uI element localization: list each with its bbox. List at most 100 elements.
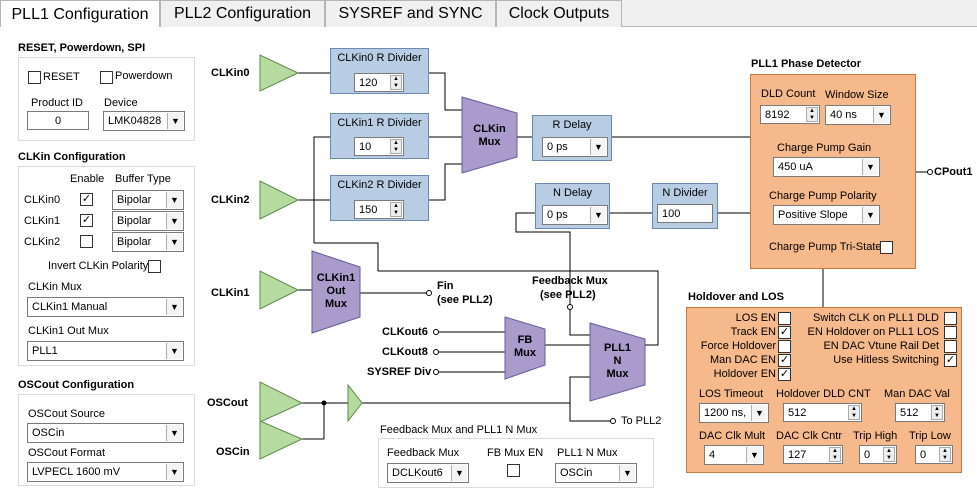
clkin-mux-select[interactable]: CLKin1 Manual▼ xyxy=(27,297,184,317)
clkin-mux-text: CLKin Mux xyxy=(473,123,506,148)
clkin0-r-divider-stepper[interactable]: 120▲▼ xyxy=(354,73,404,92)
dld-count-stepper[interactable]: 8192▲▼ xyxy=(760,105,820,124)
fb-mux-select-label: Feedback Mux xyxy=(387,447,460,459)
oscout-source-select[interactable]: OSCin▼ xyxy=(27,423,184,443)
chevron-down-icon: ▼ xyxy=(751,405,767,421)
man-dac-val-value: 512 xyxy=(900,406,919,419)
n-divider-field[interactable]: 100 xyxy=(657,204,713,223)
los-en-checkbox[interactable] xyxy=(778,312,791,325)
powerdown-checkbox[interactable] xyxy=(100,71,113,84)
clkin2-r-divider-value: 150 xyxy=(359,203,378,216)
clkin-mux-shape xyxy=(461,96,518,174)
chevron-down-icon: ▼ xyxy=(451,465,467,481)
chevron-down-icon: ▼ xyxy=(746,447,762,463)
check-icon: ✓ xyxy=(779,354,790,366)
clkin0-buffer xyxy=(259,54,300,92)
cp-polarity-select[interactable]: Positive Slope▼ xyxy=(773,205,880,225)
oscout-format-select[interactable]: LVPECL 1600 mV▼ xyxy=(27,462,184,482)
clkout8-label: CLKout8 xyxy=(382,346,428,358)
clkin0-r-divider-title: CLKin0 R Divider xyxy=(337,52,422,64)
oscin-label: OSCin xyxy=(216,446,250,458)
clkin0-input-label: CLKin0 xyxy=(211,67,250,79)
holdover-panel: LOS EN Track EN ✓ Force Holdover Man DAC… xyxy=(686,307,962,473)
dac-clk-cntr-stepper[interactable]: 127▲▼ xyxy=(783,445,843,464)
chevron-down-icon: ▼ xyxy=(166,192,182,208)
track-en-checkbox[interactable]: ✓ xyxy=(778,326,791,339)
spinner-arrows-icon[interactable]: ▲▼ xyxy=(390,139,402,154)
chevron-down-icon: ▼ xyxy=(619,465,635,481)
invert-polarity-label: Invert CLKin Polarity xyxy=(48,260,149,272)
cp-gain-select[interactable]: 450 uA▼ xyxy=(773,157,880,177)
pll1-n-mux-select[interactable]: OSCin ▼ xyxy=(555,463,637,483)
window-size-select[interactable]: 40 ns▼ xyxy=(825,105,891,125)
clkin2-buffer-select[interactable]: Bipolar▼ xyxy=(112,232,184,252)
dac-clk-mult-select[interactable]: 4▼ xyxy=(704,445,764,465)
hitless-switching-checkbox[interactable]: ✓ xyxy=(944,354,957,367)
pll1-configuration-panel: RESET, Powerdown, SPI RESET Powerdown Pr… xyxy=(0,27,977,496)
en-holdover-los-checkbox[interactable] xyxy=(944,326,957,339)
trip-high-stepper[interactable]: 0▲▼ xyxy=(859,445,897,464)
fb-mux-select[interactable]: DCLKout6▼ xyxy=(387,463,469,483)
n-delay-block: N Delay 0 ps▼ xyxy=(535,183,610,229)
los-timeout-select[interactable]: 1200 ns,▼ xyxy=(699,403,769,423)
feedback-mux-sub-label: (see PLL2) xyxy=(540,289,596,301)
cp-tristate-label: Charge Pump Tri-State xyxy=(769,241,882,253)
spinner-arrows-icon[interactable]: ▲▼ xyxy=(829,447,841,462)
clkin0-buffer-select[interactable]: Bipolar ▼ xyxy=(112,190,184,210)
pll1-n-mux-value: OSCin xyxy=(560,467,593,479)
clkin2-r-divider-stepper[interactable]: 150 ▲▼ xyxy=(354,200,404,219)
holdover-en-checkbox[interactable]: ✓ xyxy=(778,368,791,381)
man-dac-en-checkbox[interactable]: ✓ xyxy=(778,354,791,367)
clkin2-enable-checkbox[interactable] xyxy=(80,235,93,248)
spinner-arrows-icon[interactable]: ▲▼ xyxy=(883,447,895,462)
spinner-arrows-icon[interactable]: ▲▼ xyxy=(390,202,402,217)
spinner-arrows-icon[interactable]: ▲▼ xyxy=(390,75,402,90)
clkin1-buffer-select[interactable]: Bipolar▼ xyxy=(112,211,184,231)
cpout1-label: CPout1 xyxy=(934,166,973,178)
man-dac-val-stepper[interactable]: 512 ▲▼ xyxy=(895,403,945,422)
cp-tristate-checkbox[interactable] xyxy=(880,241,893,254)
dac-clk-mult-label: DAC Clk Mult xyxy=(699,430,766,442)
clkin1-out-mux-select[interactable]: PLL1▼ xyxy=(27,341,184,361)
r-delay-select[interactable]: 0 ps▼ xyxy=(542,137,608,157)
tab-clock-outputs[interactable]: Clock Outputs xyxy=(496,0,622,27)
en-dac-vtune-checkbox[interactable] xyxy=(944,340,957,353)
n-delay-select[interactable]: 0 ps▼ xyxy=(542,205,608,225)
spinner-arrows-icon[interactable]: ▲▼ xyxy=(931,405,943,420)
product-id-field[interactable]: 0 xyxy=(27,111,89,130)
device-select[interactable]: LMK04828▼ xyxy=(103,111,185,131)
oscout-group-title: OSCout Configuration xyxy=(18,379,135,391)
chevron-down-icon: ▼ xyxy=(862,159,878,175)
holdover-dld-stepper[interactable]: 512 ▲▼ xyxy=(783,403,862,422)
reset-checkbox[interactable] xyxy=(28,71,41,84)
force-holdover-checkbox[interactable] xyxy=(778,340,791,353)
dac-clk-cntr-label: DAC Clk Cntr xyxy=(776,430,843,442)
spinner-arrows-icon[interactable]: ▲▼ xyxy=(848,405,860,420)
clkin1-input-label: CLKin1 xyxy=(211,287,250,299)
tab-pll2-configuration[interactable]: PLL2 Configuration xyxy=(160,0,325,27)
fb-mux-text: FB Mux xyxy=(514,334,536,359)
window-size-value: 40 ns xyxy=(830,109,857,121)
spinner-arrows-icon[interactable]: ▲▼ xyxy=(939,447,951,462)
clkin0-buffer-value: Bipolar xyxy=(117,194,152,206)
invert-polarity-checkbox[interactable] xyxy=(148,260,161,273)
check-icon: ✓ xyxy=(779,326,790,338)
clkin0-enable-checkbox[interactable]: ✓ xyxy=(80,193,93,206)
clkin1-enable-checkbox[interactable]: ✓ xyxy=(80,214,93,227)
cp-polarity-value: Positive Slope xyxy=(778,209,848,221)
holdover-dld-value: 512 xyxy=(788,406,807,419)
fb-mux-en-checkbox[interactable] xyxy=(507,464,520,477)
clkin1-r-divider-stepper[interactable]: 10▲▼ xyxy=(354,137,404,156)
n-divider-title: N Divider xyxy=(662,187,708,199)
trip-low-stepper[interactable]: 0▲▼ xyxy=(915,445,953,464)
oscout-source-label: OSCout Source xyxy=(28,408,106,420)
spinner-arrows-icon[interactable]: ▲▼ xyxy=(806,107,818,122)
tab-pll1-configuration[interactable]: PLL1 Configuration xyxy=(0,0,160,28)
tab-sysref-and-sync[interactable]: SYSREF and SYNC xyxy=(325,0,496,27)
switch-clk-label: Switch CLK on PLL1 DLD xyxy=(813,312,939,324)
clkin1-r-divider-block: CLKin1 R Divider 10▲▼ xyxy=(330,113,429,159)
fin-sub-label: (see PLL2) xyxy=(437,294,493,306)
switch-clk-checkbox[interactable] xyxy=(944,312,957,325)
track-en-label: Track EN xyxy=(730,326,776,338)
man-dac-val-label: Man DAC Val xyxy=(884,388,950,400)
